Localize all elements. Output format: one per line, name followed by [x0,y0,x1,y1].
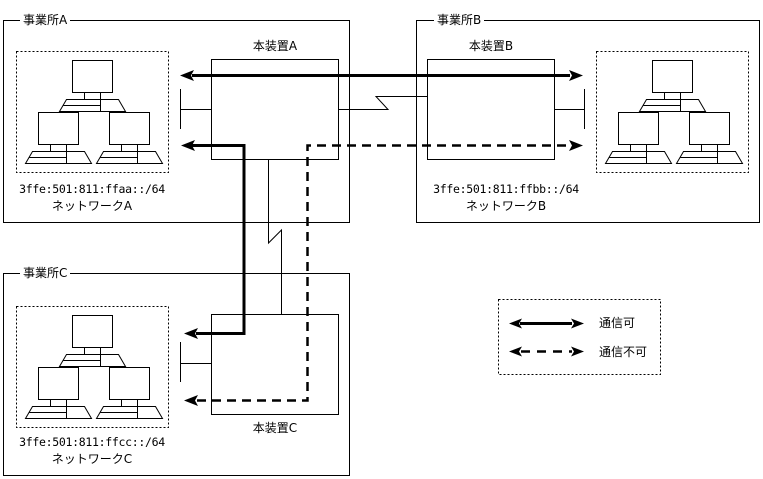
network-b-prefix: 3ffe:501:811:ffbb::/64 [433,182,579,196]
device-b-label: 本装置B [468,39,514,53]
wan-link-a-c [268,160,282,314]
office-c-box [3,273,350,476]
network-b-name: ネットワークB [465,199,547,213]
arrowhead-right-icon [569,140,583,151]
arrowhead-right-icon [569,70,583,81]
arrowhead-left-icon [184,328,198,339]
office-b-label: 事業所B [434,13,485,27]
device-c-box [211,314,339,415]
network-a-name: ネットワークA [51,199,133,213]
office-a-label: 事業所A [20,13,71,27]
network-a-computers [17,52,169,173]
wan-link-a-b [339,96,427,110]
network-c-prefix: 3ffe:501:811:ffcc::/64 [19,435,165,449]
arrowhead-left-icon [180,70,194,81]
legend-label-ok: 通信可 [599,316,636,330]
legend-box [498,299,661,375]
office-b-box [416,20,760,223]
arrowhead-left-icon [184,395,198,406]
arrowhead-left-icon [181,140,195,151]
network-b-computers [597,52,749,173]
legend-label-ng: 通信不可 [599,345,648,359]
flow-a-c-solid [192,144,246,335]
office-c-label: 事業所C [20,266,71,280]
flow-c-b-dashed [197,144,570,402]
device-c-label: 本装置C [252,421,298,435]
device-a-label: 本装置A [252,39,298,53]
network-c-name: ネットワークC [51,452,133,466]
office-a-box [3,20,350,223]
network-c-computers [17,307,169,428]
network-a-prefix: 3ffe:501:811:ffaa::/64 [19,182,165,196]
